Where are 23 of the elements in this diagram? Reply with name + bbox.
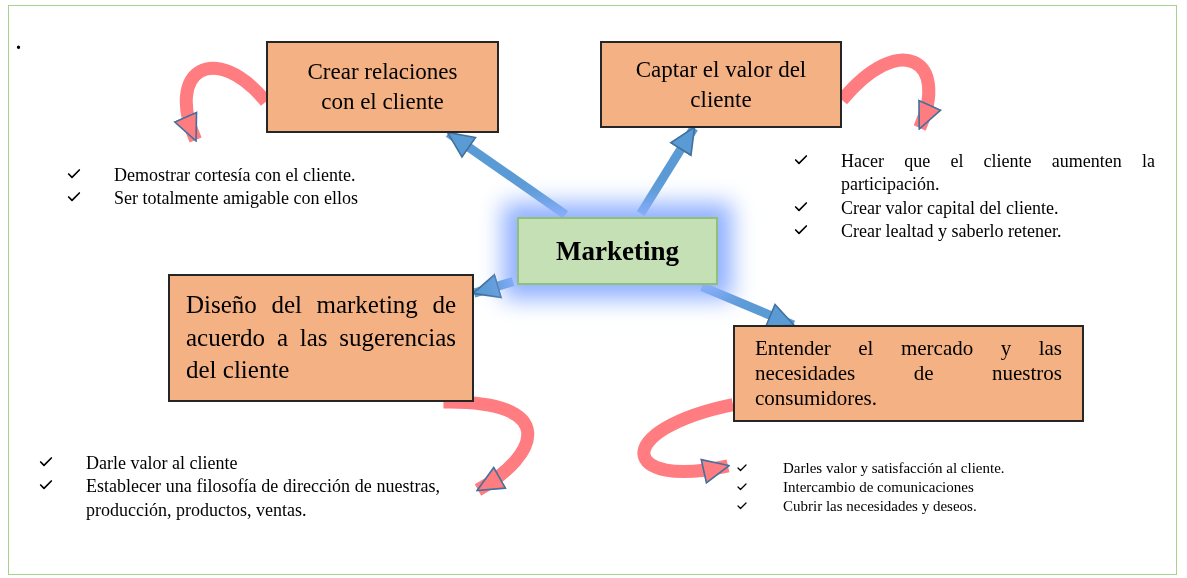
topic-box [600, 41, 842, 128]
topic-text: Entender el mercado y las necesidades de nuestros consumidores. [755, 335, 1062, 412]
topic-box [168, 274, 474, 402]
bullet-text: Crear valor capital del cliente. [841, 196, 1059, 220]
bullet-text: Darles valor y satisfacción al cliente. [783, 459, 1005, 478]
bullet-text: Hacer que el cliente aumenten la participación. [841, 150, 1155, 197]
bullet-text: Ser totalmente amigable con ellos [114, 187, 358, 211]
topic-text: Diseño del marketing de acuerdo a las sugerencias del cliente [186, 290, 456, 386]
central-title: Marketing [556, 234, 679, 268]
note-text: . [16, 32, 21, 52]
bullet-text: Demostrar cortesía con el cliente. [114, 164, 356, 187]
bullet-text: Intercambio de comunicaciones [783, 477, 974, 497]
central-box [517, 217, 718, 285]
bullet-text: Darle valor al cliente [86, 452, 238, 475]
bullet-text: Establecer una filosofía de dirección de nuestras, producción, productos, ventas. [86, 475, 440, 522]
curved-arrow [443, 395, 534, 496]
topic-text: Crear relaciones con el cliente [306, 58, 459, 116]
topic-box [733, 325, 1084, 422]
bullet-text: Crear lealtad y saberlo retener. [841, 220, 1062, 244]
curved-arrow [637, 398, 735, 483]
topic-box [266, 41, 499, 133]
topic-text: Captar el valor del cliente [634, 55, 808, 114]
bullet-text: Cubrir las necesidades y deseos. [783, 496, 977, 516]
